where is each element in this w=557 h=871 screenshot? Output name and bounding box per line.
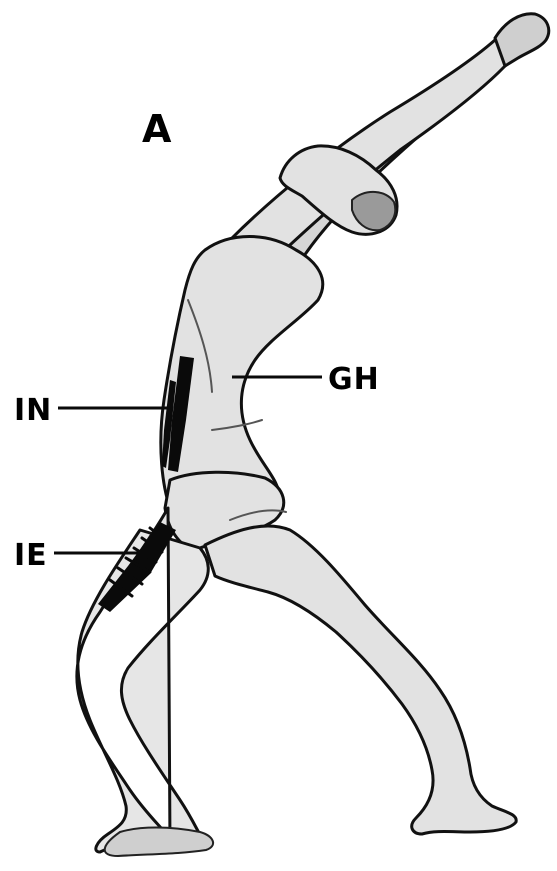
hand: [495, 14, 549, 66]
panel-letter: A: [142, 107, 172, 151]
front-leg: [205, 526, 516, 834]
label-gh: GH: [328, 362, 380, 397]
label-in: IN: [14, 393, 52, 428]
back-foot: [105, 828, 213, 857]
label-ie: IE: [14, 538, 48, 573]
